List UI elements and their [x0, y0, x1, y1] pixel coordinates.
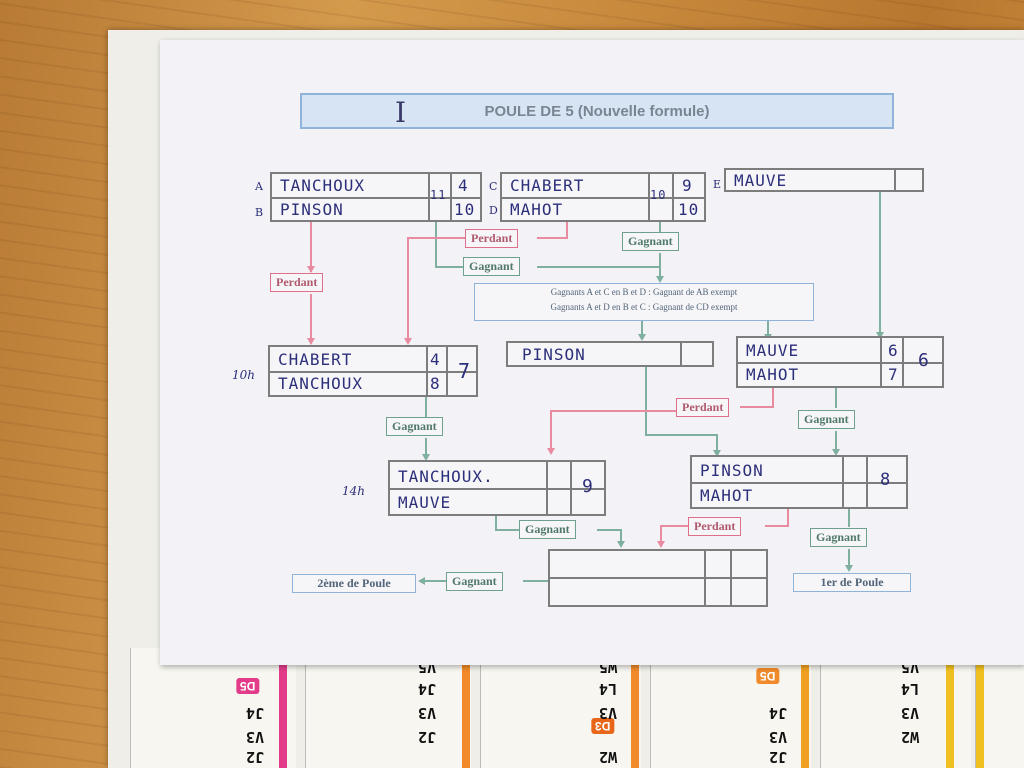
score-card — [975, 648, 1024, 768]
first-place-label: 1er de Poule — [793, 573, 911, 592]
card-value: V3 — [418, 704, 437, 722]
card-value: V3 — [246, 728, 265, 746]
winners-match: MAUVE MAHOT 6 7 6 — [736, 336, 944, 388]
score-total: 6 — [918, 350, 930, 371]
score-card: V5 L4 V3 W2 — [820, 648, 971, 768]
sheet-title: POULE DE 5 (Nouvelle formule) — [300, 93, 894, 129]
card-band — [279, 648, 287, 768]
winner-label: Gagnant — [386, 417, 443, 436]
card-value: J4 — [418, 680, 437, 698]
score: 4 — [430, 350, 441, 369]
score: 7 — [888, 365, 899, 384]
card-value: V3 — [599, 704, 618, 722]
score: 8 — [880, 470, 892, 490]
time-note: 14h — [342, 484, 365, 498]
player-name: MAHOT — [510, 200, 564, 219]
loser-label: Perdant — [688, 517, 742, 536]
court-number: 10 — [650, 188, 667, 202]
player-name: MAHOT — [700, 486, 754, 505]
player-name: PINSON — [522, 345, 586, 364]
card-value: J2 — [246, 748, 265, 766]
slot-d: D — [489, 204, 498, 217]
slot-e: E — [713, 178, 722, 191]
semi-right: PINSON MAHOT 8 — [690, 455, 908, 509]
losers-match: CHABERT TANCHOUX 4 8 7 — [268, 345, 478, 397]
winner-label: Gagnant — [798, 410, 855, 429]
score-card: D5 J4 V3 J2 — [650, 648, 811, 768]
player-e-box: MAUVE — [724, 168, 924, 192]
court-number: 11 — [430, 188, 447, 202]
match-cd: CHABERT MAHOT 10 9 10 — [500, 172, 706, 222]
player-name: TANCHOUX. — [398, 467, 494, 486]
score-card: D3 W5 L4 V3 W2 — [480, 648, 641, 768]
card-value: L4 — [599, 680, 618, 698]
card-value: J4 — [769, 704, 788, 722]
card-value: V3 — [769, 728, 788, 746]
semi-left: TANCHOUX. MAUVE 9 — [388, 460, 606, 516]
time-note: 10h — [232, 368, 255, 382]
sheet-number: I — [395, 96, 407, 129]
winner-label: Gagnant — [810, 528, 867, 547]
slot-c: C — [489, 180, 498, 193]
player-name: MAUVE — [398, 493, 452, 512]
card-band — [801, 648, 809, 768]
winner-label: Gagnant — [463, 257, 520, 276]
loser-label: Perdant — [676, 398, 730, 417]
exempt-box: PINSON — [506, 341, 714, 367]
card-tag: D5 — [756, 668, 780, 684]
loser-label: Perdant — [270, 273, 324, 292]
card-band — [976, 648, 984, 768]
score: 10 — [454, 200, 476, 219]
winner-label: Gagnant — [622, 232, 679, 251]
exemption-rule: Gagnants A et C en B et D : Gagnant de A… — [474, 283, 814, 321]
score-cards: D5 J4 V3 J2 V5 J4 V3 J2 D3 W5 L4 V3 W2 D… — [130, 648, 1024, 768]
card-value: V3 — [901, 704, 920, 722]
player-name: TANCHOUX — [280, 176, 366, 195]
card-value: W2 — [599, 748, 618, 766]
player-name: MAUVE — [734, 171, 788, 190]
score: 10 — [678, 200, 700, 219]
player-name: PINSON — [700, 461, 764, 480]
winner-label: Gagnant — [519, 520, 576, 539]
card-band — [462, 648, 470, 768]
winner-label: Gagnant — [446, 572, 503, 591]
score: 8 — [430, 374, 441, 393]
player-name: MAUVE — [746, 341, 800, 360]
player-name: MAHOT — [746, 365, 800, 384]
card-value: J4 — [246, 704, 265, 722]
loser-label: Perdant — [465, 229, 519, 248]
score: 9 — [582, 476, 594, 497]
card-tag: D5 — [236, 678, 260, 694]
player-name: PINSON — [280, 200, 344, 219]
score: 9 — [682, 176, 693, 195]
player-name: TANCHOUX — [278, 374, 364, 393]
match-ab: TANCHOUX PINSON 11 4 10 — [270, 172, 482, 222]
slot-b: B — [255, 206, 264, 219]
player-name: CHABERT — [510, 176, 585, 195]
score-total: 7 — [458, 359, 472, 383]
score-card: V5 J4 V3 J2 — [305, 648, 471, 768]
score: 6 — [888, 341, 899, 360]
card-band — [946, 648, 954, 768]
player-name: CHABERT — [278, 350, 353, 369]
card-value: J2 — [769, 748, 788, 766]
slot-a: A — [255, 180, 263, 193]
card-value: L4 — [901, 680, 920, 698]
score-card: D5 J4 V3 J2 — [130, 648, 296, 768]
card-value: W2 — [901, 728, 920, 746]
card-band — [631, 648, 639, 768]
final-match — [548, 549, 768, 607]
second-place-label: 2ème de Poule — [292, 574, 416, 593]
score: 4 — [458, 176, 469, 195]
card-value: J2 — [418, 728, 437, 746]
